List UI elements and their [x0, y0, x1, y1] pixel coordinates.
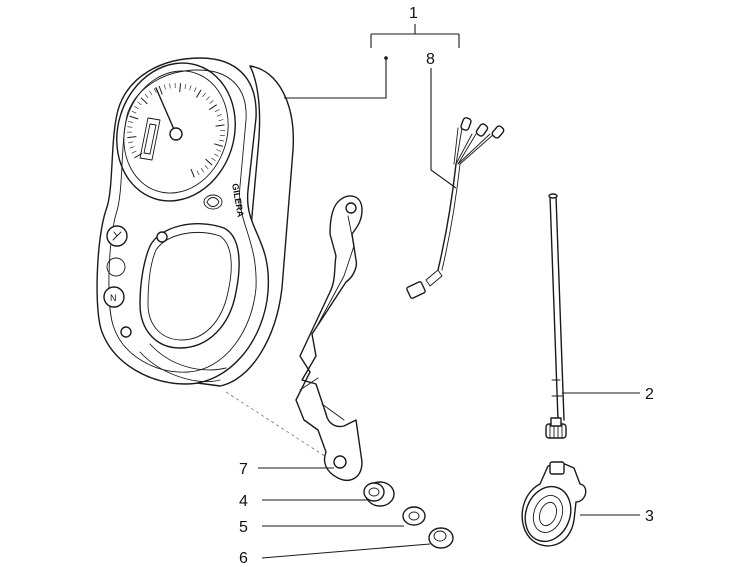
- dial-tick: [129, 115, 139, 120]
- callout-4: 4: [239, 493, 248, 510]
- dial-tick: [195, 89, 202, 98]
- callout-3: 3: [645, 508, 654, 525]
- indicator-light-neutral: [103, 286, 125, 308]
- dial-tick: [215, 124, 225, 127]
- dial-tick: [205, 158, 213, 166]
- dial-tick: [153, 88, 157, 93]
- callout-1: 1: [409, 5, 418, 22]
- dial-tick: [216, 149, 222, 152]
- callout-2: 2: [645, 386, 654, 403]
- rubber-grommet: [363, 481, 395, 507]
- dial-tick: [214, 143, 223, 147]
- dial-tick: [204, 165, 209, 170]
- dial-tick: [131, 150, 137, 154]
- dial-tick: [134, 106, 139, 110]
- dial-tick: [149, 90, 153, 96]
- leader-lines: [258, 24, 640, 559]
- callout-5: 5: [239, 519, 248, 536]
- callout-6: 6: [239, 550, 248, 567]
- speedometer-needle: [155, 87, 177, 135]
- dial-tick: [211, 157, 216, 162]
- dial-tick: [209, 100, 214, 104]
- dial-tick: [189, 85, 192, 91]
- dial-tick: [137, 101, 142, 106]
- dial-tick: [216, 114, 222, 117]
- dial-tick: [164, 84, 166, 90]
- dial-tick: [128, 121, 134, 123]
- speedometer-drive-unit: [521, 461, 587, 547]
- svg-text:N: N: [110, 293, 117, 303]
- dial-tick: [140, 97, 148, 105]
- indicator-light-middle: [106, 257, 126, 277]
- callout-7: 7: [239, 461, 248, 478]
- dial-tick: [127, 136, 137, 139]
- dial-tick: [200, 168, 205, 173]
- dial-tick: [218, 119, 224, 122]
- dial-tick: [196, 170, 200, 176]
- speedometer-ticks: [126, 82, 226, 178]
- dial-tick: [219, 139, 225, 142]
- needle-hub: [169, 127, 183, 141]
- dial-tick: [127, 126, 133, 128]
- washer: [402, 506, 426, 526]
- instrument-cluster: N GILERA: [96, 57, 295, 387]
- dial-tick: [144, 93, 149, 99]
- dial-tick: [190, 168, 195, 178]
- dial-tick: [129, 146, 135, 149]
- mounting-bracket: [295, 195, 363, 481]
- speedometer-cable: [545, 193, 567, 439]
- callout-8: 8: [426, 51, 435, 68]
- dial-tick: [206, 96, 210, 101]
- dial-tick: [214, 109, 220, 112]
- dial-tick: [179, 83, 181, 93]
- dial-tick: [193, 87, 197, 93]
- dial-tick: [208, 104, 217, 111]
- dial-tick: [131, 110, 137, 114]
- dial-tick: [184, 83, 187, 89]
- wiring-harness: [406, 117, 505, 299]
- dial-tick: [128, 141, 134, 144]
- dial-tick: [214, 153, 219, 157]
- nut: [428, 527, 454, 549]
- dial-tick: [169, 83, 171, 89]
- dial-tick: [202, 92, 206, 98]
- dial-tick: [158, 85, 163, 95]
